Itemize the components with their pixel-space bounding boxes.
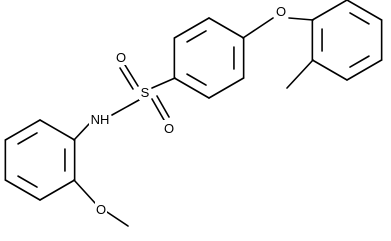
sulfonyl-oxygen-top-bg	[115, 49, 127, 65]
tolyl-ring-bond	[311, 59, 348, 81]
sulfonyl-double-bond-bottom-b	[156, 95, 170, 118]
sulfur-bg	[139, 84, 151, 100]
sulfonyl-double-bond-top-a	[124, 64, 139, 87]
tolyl-ring-double-bond	[349, 12, 370, 25]
anisyl-ring-bond	[39, 179, 76, 201]
sulfur-nitrogen-bond	[111, 99, 140, 116]
central-ring-double-bond	[186, 30, 207, 43]
methoxy-methyl-bond	[106, 211, 129, 227]
sulfonyl-double-bond-top-b	[119, 67, 134, 90]
nitrogen-ring-bond	[73, 123, 90, 141]
central-ring-bond	[173, 17, 210, 39]
bond-layer	[4, 0, 383, 227]
methoxy-oxygen-label: O	[96, 202, 106, 217]
central-ring-bond	[208, 17, 245, 39]
ether-oxygen-bg	[275, 3, 287, 19]
sulfur-label: S	[141, 85, 150, 100]
central-ring-double-bond	[186, 73, 207, 86]
anisyl-ring-bond	[4, 119, 41, 141]
anisyl-ring-double-bond	[17, 175, 38, 188]
ring-methoxy-bond	[73, 179, 96, 204]
tolyl-ring-bond	[346, 0, 383, 21]
amide-nh-label: NH	[91, 112, 110, 127]
tolyl-ring-double-bond	[349, 55, 370, 68]
anisyl-ring-double-bond	[17, 132, 38, 145]
sulfonyl-oxygen-bottom-bg	[163, 120, 175, 136]
anisyl-ring-bond	[4, 179, 41, 201]
ring-sulfur-bond	[151, 77, 176, 89]
amide-nh-bg	[89, 111, 111, 127]
central-ring-bond	[173, 77, 210, 99]
ether-oxygen-label: O	[276, 4, 286, 19]
central-ring-bond	[208, 77, 245, 99]
atom-label-layer: O S O O NH O	[89, 3, 287, 217]
methyl-bond	[286, 59, 314, 89]
sulfonyl-oxygen-bottom-label: O	[164, 121, 174, 136]
sulfonyl-double-bond-bottom-a	[151, 98, 165, 121]
ether-bond-right	[288, 17, 314, 21]
tolyl-ring-bond	[311, 0, 348, 21]
tolyl-ring-bond	[346, 59, 383, 81]
sulfonyl-oxygen-top-label: O	[116, 50, 126, 65]
ether-bond-left	[242, 17, 274, 39]
anisyl-ring-bond	[39, 119, 76, 141]
methoxy-oxygen-bg	[95, 201, 107, 217]
